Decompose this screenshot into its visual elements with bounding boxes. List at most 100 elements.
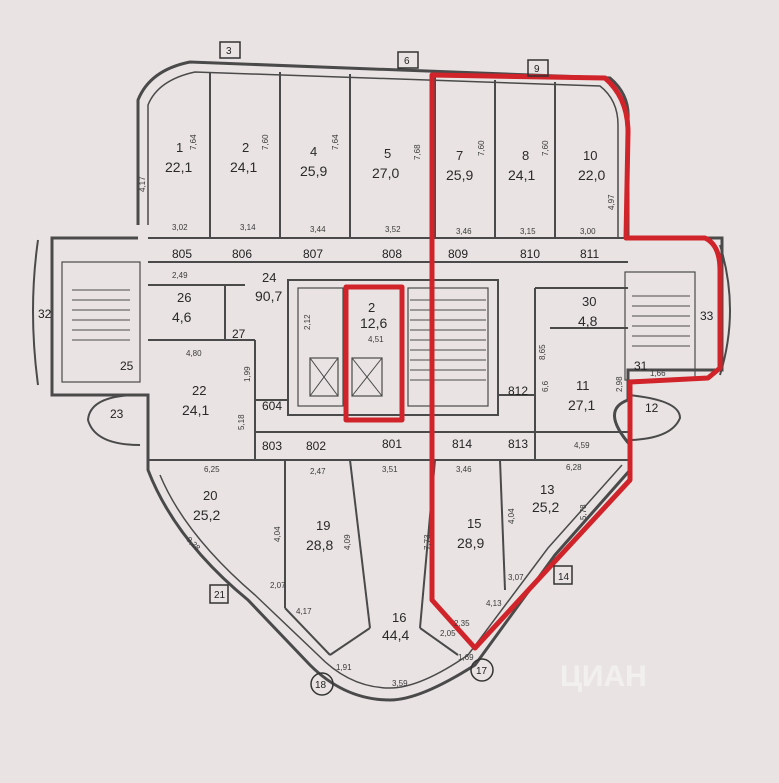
code-805: 805 — [172, 247, 192, 261]
dimension-label: 5,78 — [579, 504, 588, 520]
dimension-label: 3,07 — [508, 573, 524, 582]
room-16-number: 16 — [392, 610, 406, 625]
dimension-label: 4,59 — [574, 441, 590, 450]
dimension-label: 3,02 — [172, 223, 188, 232]
room-2-area: 24,1 — [230, 159, 257, 175]
room-8-area: 24,1 — [508, 167, 535, 183]
dimension-label: 3,46 — [456, 465, 472, 474]
room-22-area: 24,1 — [182, 402, 209, 418]
dimension-label: 2,35 — [454, 619, 470, 628]
code-810: 810 — [520, 247, 540, 261]
dimension-label: 4,09 — [343, 534, 352, 550]
dimension-label: 6,6 — [541, 380, 550, 392]
code-806: 806 — [232, 247, 252, 261]
marker-33: 33 — [700, 309, 714, 323]
dimension-label: 3,51 — [382, 465, 398, 474]
code-811: 811 — [580, 247, 599, 261]
room-13-area: 25,2 — [532, 499, 559, 515]
dimension-label: 4,13 — [486, 599, 502, 608]
marker-23: 23 — [110, 407, 124, 421]
dimension-label: 3,59 — [392, 679, 408, 688]
room-labels: 1 22,1 2 24,1 4 25,9 5 27,0 7 25,9 8 24,… — [165, 140, 605, 643]
dimension-label: 3,44 — [310, 225, 326, 234]
dimension-label: 7,60 — [541, 140, 550, 156]
dimension-label: 9,28 — [185, 535, 203, 553]
dimension-label: 2,49 — [172, 271, 188, 280]
room-24-area: 90,7 — [255, 288, 282, 304]
watermark: ЦИАН — [560, 660, 647, 693]
dimension-label: 2,12 — [303, 314, 312, 330]
dimension-label: 2,98 — [615, 376, 624, 392]
marker-27: 27 — [232, 327, 246, 341]
room-5-area: 27,0 — [372, 165, 399, 181]
dimension-label: 3,00 — [580, 227, 596, 236]
room-20-area: 25,2 — [193, 507, 220, 523]
marker-17: 17 — [476, 666, 488, 677]
code-803: 803 — [262, 439, 282, 453]
door-codes: 805 806 807 808 809 810 811 604 803 802 … — [172, 247, 599, 453]
dimension-label: 7,64 — [331, 134, 340, 150]
code-813: 813 — [508, 437, 528, 451]
marker-labels: 3 6 9 32 33 25 23 27 31 12 21 18 17 14 — [38, 46, 714, 691]
dimension-label: 4,80 — [186, 349, 202, 358]
dimension-label: 4,04 — [273, 526, 282, 542]
marker-25: 25 — [120, 359, 134, 373]
room-30-number: 30 — [582, 294, 596, 309]
dimension-label: 7,73 — [423, 534, 432, 550]
room-22-number: 22 — [192, 383, 206, 398]
room-15-area: 28,9 — [457, 535, 484, 551]
dimension-label: 6,25 — [204, 465, 220, 474]
room-7-area: 25,9 — [446, 167, 473, 183]
dimension-label: 2,47 — [310, 467, 326, 476]
room-2x-area: 12,6 — [360, 315, 387, 331]
marker-9: 9 — [534, 64, 540, 75]
dimension-label: 1,91 — [336, 663, 352, 672]
room-11-area: 27,1 — [568, 397, 595, 413]
dimension-label: 4,97 — [607, 194, 616, 210]
room-4-number: 4 — [310, 144, 317, 159]
dimension-label: 2,05 — [440, 629, 456, 638]
dimension-label: 3,52 — [385, 225, 401, 234]
dimension-label: 4,04 — [507, 508, 516, 524]
marker-3: 3 — [226, 46, 232, 57]
code-801: 801 — [382, 437, 402, 451]
dimension-label: 1,99 — [243, 366, 252, 382]
code-802: 802 — [306, 439, 326, 453]
marker-31: 31 — [634, 359, 648, 373]
room-1-number: 1 — [176, 140, 183, 155]
marker-32: 32 — [38, 307, 52, 321]
room-26-area: 4,6 — [172, 309, 192, 325]
dimension-label: 4,51 — [368, 335, 384, 344]
room-4-area: 25,9 — [300, 163, 327, 179]
marker-18: 18 — [315, 680, 327, 691]
marker-21: 21 — [214, 590, 226, 601]
room-2x-number: 2 — [368, 300, 375, 315]
marker-12: 12 — [645, 401, 659, 415]
code-807: 807 — [303, 247, 323, 261]
highlighted-area — [343, 72, 723, 651]
dimension-label: 3,46 — [456, 227, 472, 236]
code-814: 814 — [452, 437, 472, 451]
code-604: 604 — [262, 399, 282, 413]
dimension-label: 4,17 — [138, 176, 147, 192]
dimension-label: 5,18 — [237, 414, 246, 430]
room-15-number: 15 — [467, 516, 481, 531]
dimension-label: 3,15 — [520, 227, 536, 236]
room-10-number: 10 — [583, 148, 597, 163]
room-7-number: 7 — [456, 148, 463, 163]
dimension-label: 2,07 — [270, 581, 286, 590]
marker-6: 6 — [404, 56, 410, 67]
room-13-number: 13 — [540, 482, 554, 497]
dimension-label: 1,69 — [458, 653, 474, 662]
room-11-number: 11 — [576, 378, 590, 393]
dimension-label: 8,65 — [538, 344, 547, 360]
room-1-area: 22,1 — [165, 159, 192, 175]
room-20-number: 20 — [203, 488, 217, 503]
room-19-area: 28,8 — [306, 537, 333, 553]
dimension-labels: 7,64 4,17 3,02 3,14 7,60 3,44 7,64 3,52 … — [138, 134, 666, 688]
outer-walls — [50, 60, 724, 702]
room-5-number: 5 — [384, 146, 391, 161]
code-809: 809 — [448, 247, 468, 261]
code-808: 808 — [382, 247, 402, 261]
dimension-label: 7,60 — [477, 140, 486, 156]
